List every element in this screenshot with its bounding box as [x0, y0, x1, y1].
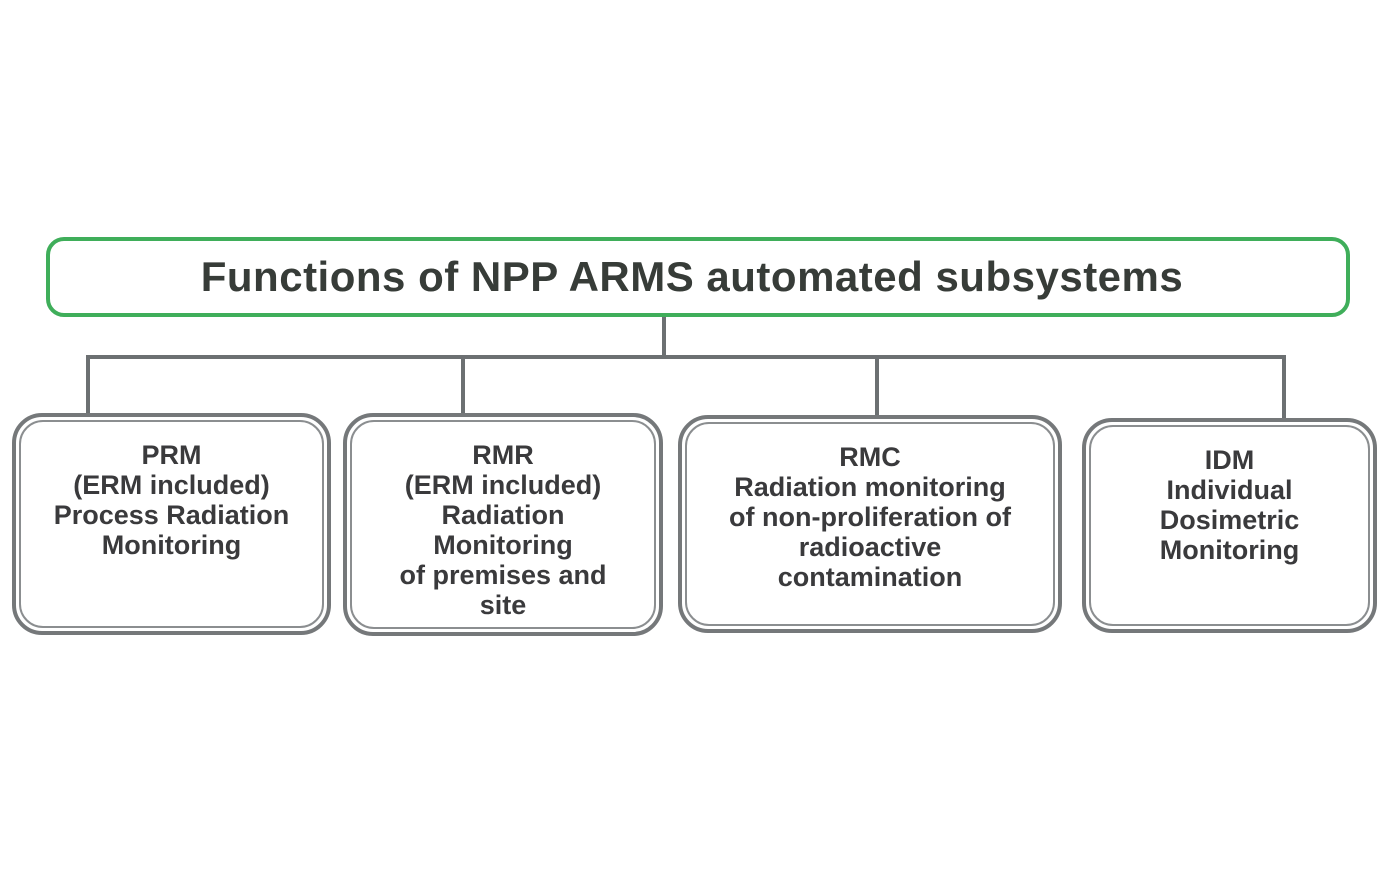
node-prm-line: Monitoring: [101, 530, 242, 560]
node-rmr-line: Radiation: [441, 500, 565, 530]
node-idm-line: Individual: [1166, 475, 1293, 505]
connector-rail: [86, 355, 1286, 359]
node-prm: PRM (ERM included) Process Radiation Mon…: [12, 413, 331, 635]
node-rmr-line: RMR: [472, 440, 534, 470]
node-rmc-line: contamination: [777, 562, 963, 592]
node-prm-line: PRM: [141, 440, 202, 470]
node-idm-inner: IDM Individual Dosimetric Monitoring: [1089, 425, 1370, 626]
node-rmr-line: site: [479, 590, 527, 620]
node-rmc-line: RMC: [839, 442, 901, 472]
node-rmc-line: Radiation monitoring: [734, 472, 1006, 502]
node-prm-line: (ERM included): [73, 470, 270, 500]
node-idm-line: Dosimetric: [1159, 505, 1300, 535]
node-rmc: RMC Radiation monitoring of non-prolifer…: [678, 415, 1062, 633]
node-idm-line: Monitoring: [1159, 535, 1300, 565]
node-rmr: RMR (ERM included) Radiation Monitoring …: [343, 413, 663, 636]
connector-drop-rmr: [461, 355, 465, 417]
connector-drop-prm: [86, 355, 90, 417]
connector-drop-rmc: [875, 355, 879, 419]
title-box: Functions of NPP ARMS automated subsyste…: [46, 237, 1350, 317]
node-rmr-inner: RMR (ERM included) Radiation Monitoring …: [350, 420, 656, 629]
node-prm-inner: PRM (ERM included) Process Radiation Mon…: [19, 420, 324, 628]
node-rmc-line: radioactive: [798, 532, 942, 562]
node-prm-line: Process Radiation: [53, 500, 290, 530]
connector-stem: [662, 317, 666, 359]
title-label: Functions of NPP ARMS automated subsyste…: [200, 253, 1184, 300]
node-rmc-inner: RMC Radiation monitoring of non-prolifer…: [685, 422, 1055, 626]
node-idm: IDM Individual Dosimetric Monitoring: [1082, 418, 1377, 633]
node-rmr-line: Monitoring: [433, 530, 573, 560]
node-rmc-line: of non-proliferation of: [729, 502, 1011, 532]
node-idm-line: IDM: [1204, 445, 1255, 475]
node-rmr-line: (ERM included): [404, 470, 602, 500]
node-rmr-line: of premises and: [399, 560, 607, 590]
connector-drop-idm: [1282, 355, 1286, 422]
